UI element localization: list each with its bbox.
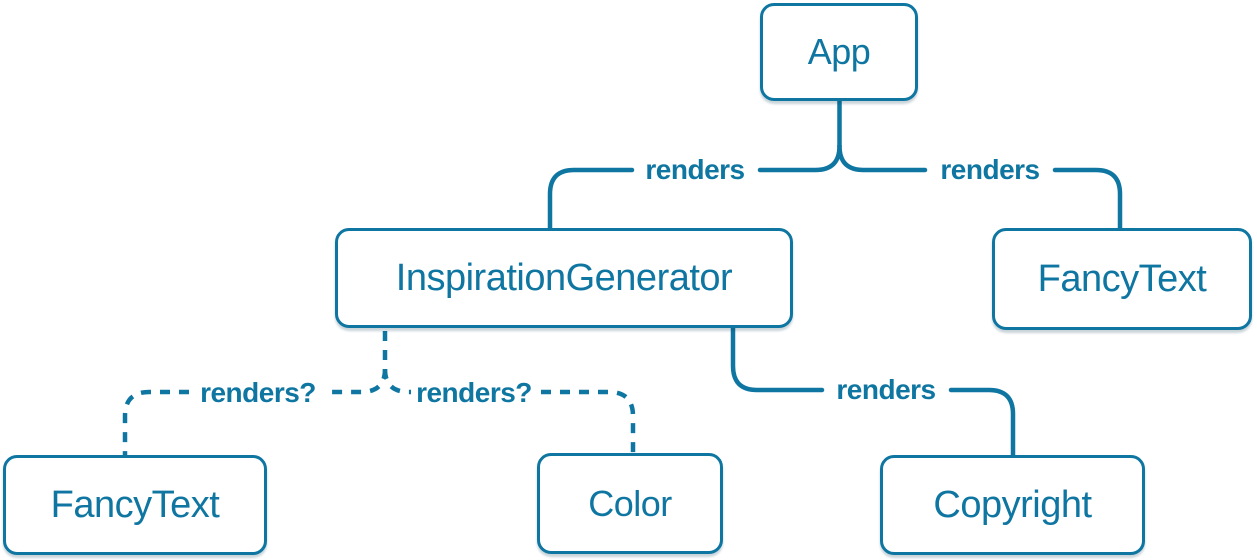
node-inspiration-generator: InspirationGenerator [335,228,793,328]
node-fancy-text-top: FancyText [992,228,1252,330]
edge-label-renders-inspirationgenerator-copyright: renders [836,374,936,405]
node-fancy-text-bottom: FancyText [3,455,267,555]
node-color: Color [537,453,723,554]
edge-label-renders-inspirationgenerator-color: renders? [416,377,532,408]
edge-label-renders-app-fancytext: renders [940,154,1040,185]
edge-label-renders-inspirationgenerator-fancytext: renders? [200,377,316,408]
edge-inspirationgenerator-color [382,368,636,453]
node-app: App [760,3,918,101]
node-copyright: Copyright [880,455,1145,555]
edge-app-fancytext [837,143,1123,231]
edge-inspirationgenerator-copyright [730,325,1016,458]
edge-label-renders-app-inspirationgenerator: renders [645,154,745,185]
